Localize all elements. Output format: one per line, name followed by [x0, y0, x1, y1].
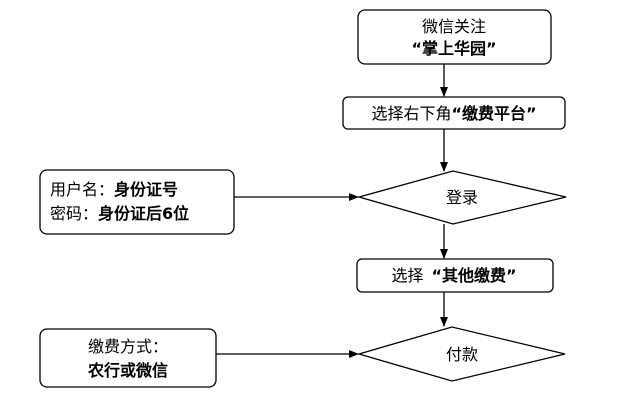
note-payment-method-value: 农行或微信: [87, 361, 168, 380]
node-login-label: 登录: [446, 188, 478, 207]
node-select-other-payment-label: 选择“其他缴费”: [391, 266, 516, 285]
node-select-payment-platform-label: 选择右下角“缴费平台”: [371, 104, 536, 123]
node-select-payment-platform: 选择右下角“缴费平台”: [342, 96, 566, 130]
node-pay: 付款: [356, 326, 566, 382]
note-credentials: 用户名：身份证号 密码：身份证后6位: [39, 169, 235, 235]
node-follow-wechat-line2: “掌上华园”: [411, 39, 496, 58]
note-credentials-password: 密码：身份证后6位: [50, 204, 189, 223]
note-payment-method-label: 缴费方式：: [88, 337, 168, 356]
note-payment-method: 缴费方式： 农行或微信: [39, 328, 217, 388]
node-follow-wechat: 微信关注 “掌上华园”: [357, 9, 552, 65]
node-follow-wechat-line1: 微信关注: [422, 17, 486, 36]
node-select-other-payment: 选择“其他缴费”: [356, 258, 554, 293]
node-login: 登录: [356, 170, 567, 225]
note-credentials-user: 用户名：身份证号: [50, 180, 178, 199]
node-pay-label: 付款: [446, 345, 478, 364]
